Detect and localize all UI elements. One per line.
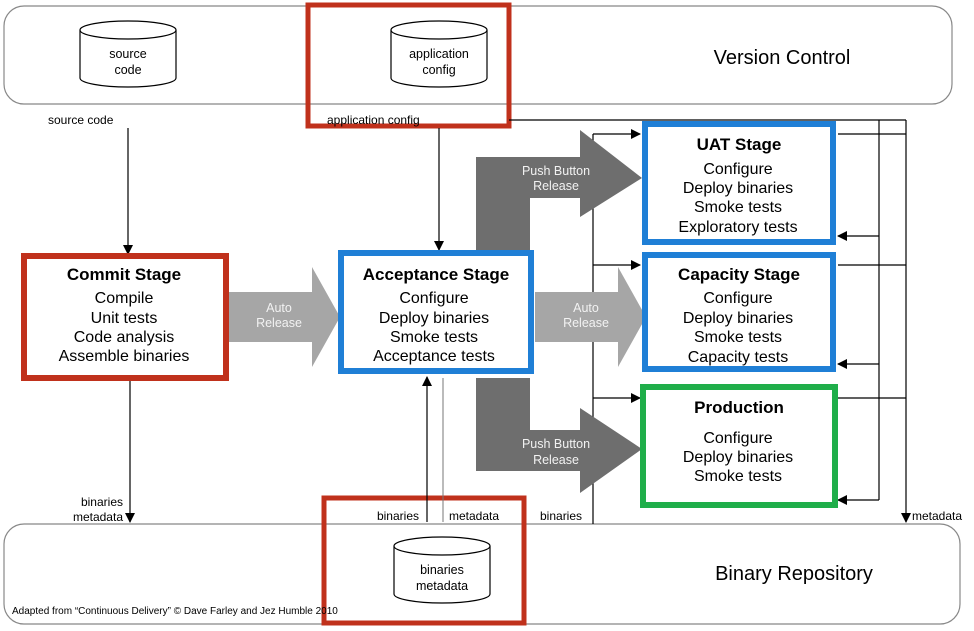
push-button-arrow-top: Push Button Release [476, 130, 642, 253]
capacity-stage: Capacity Stage Configure Deploy binaries… [642, 252, 836, 372]
source-code-cylinder-line-2: code [114, 63, 141, 77]
capacity-stage-line: Capacity tests [688, 349, 788, 366]
acceptance-stage-line: Acceptance tests [373, 348, 495, 365]
binaries-metadata-cylinder-line-2: metadata [416, 579, 468, 593]
auto-release-2-line-1: Auto [573, 301, 599, 315]
application-config-cylinder-line-1: application [409, 47, 469, 61]
push-button-arrow-bottom: Push Button Release [476, 378, 642, 493]
application-config-cylinder: application config [390, 20, 488, 88]
capacity-stage-line: Smoke tests [694, 329, 782, 346]
source-code-cylinder-line-1: source [109, 47, 147, 61]
capacity-stage-line: Deploy binaries [683, 310, 793, 327]
uat-stage-line: Deploy binaries [683, 180, 793, 197]
acceptance-metadata-label: metadata [449, 509, 499, 523]
binaries-metadata-cylinder: binaries metadata [393, 536, 491, 604]
acceptance-stage-line: Smoke tests [390, 329, 478, 346]
uat-stage-line: Smoke tests [694, 199, 782, 216]
source-code-cylinder: source code [79, 20, 177, 88]
binaries-metadata-highlight [321, 495, 527, 626]
application-config-cylinder-line-2: config [422, 63, 455, 77]
uat-stage: UAT Stage Configure Deploy binaries Smok… [642, 121, 836, 245]
acceptance-stage-line: Configure [399, 290, 468, 307]
commit-stage-line: Compile [95, 290, 154, 307]
push-button-top-line-2: Release [533, 179, 579, 193]
commit-stage-line: Code analysis [74, 329, 175, 346]
push-button-top-line-1: Push Button [522, 164, 590, 178]
acceptance-stage: Acceptance Stage Configure Deploy binari… [338, 250, 534, 374]
application-config-flow-label: application config [327, 113, 420, 127]
commit-binaries-label: binaries [81, 495, 123, 509]
source-code-flow-label: source code [48, 113, 114, 127]
right-binaries-label: binaries [540, 509, 582, 523]
production-stage-line: Configure [703, 430, 772, 447]
acceptance-stage-line: Deploy binaries [379, 310, 489, 327]
push-button-bottom-line-2: Release [533, 453, 579, 467]
commit-stage: Commit Stage Compile Unit tests Code ana… [21, 253, 229, 381]
production-stage-line: Smoke tests [694, 468, 782, 485]
commit-metadata-label: metadata [73, 510, 123, 524]
acceptance-stage-title: Acceptance Stage [363, 265, 509, 284]
uat-stage-title: UAT Stage [697, 135, 782, 154]
far-metadata-label: metadata [912, 509, 962, 523]
application-config-highlight [305, 2, 512, 129]
capacity-stage-line: Configure [703, 290, 772, 307]
auto-release-arrow-2: Auto Release [535, 267, 646, 367]
binaries-metadata-cylinder-line-1: binaries [420, 563, 464, 577]
credit-text: Adapted from “Continuous Delivery” © Dav… [12, 606, 338, 617]
push-button-bottom-line-1: Push Button [522, 437, 590, 451]
auto-release-2-line-2: Release [563, 316, 609, 330]
uat-stage-line: Exploratory tests [678, 219, 797, 236]
commit-stage-title: Commit Stage [67, 265, 181, 284]
capacity-stage-title: Capacity Stage [678, 265, 800, 284]
uat-stage-line: Configure [703, 161, 772, 178]
auto-release-arrow-1: Auto Release [228, 267, 340, 367]
binary-repository-title: Binary Repository [715, 563, 873, 585]
version-control-title: Version Control [714, 47, 851, 69]
auto-release-1-line-1: Auto [266, 301, 292, 315]
production-stage-line: Deploy binaries [683, 449, 793, 466]
commit-stage-line: Unit tests [91, 310, 158, 327]
production-stage-title: Production [694, 398, 784, 417]
production-stage: Production Configure Deploy binaries Smo… [640, 384, 838, 508]
commit-stage-line: Assemble binaries [59, 348, 190, 365]
acceptance-binaries-label: binaries [377, 509, 419, 523]
auto-release-1-line-2: Release [256, 316, 302, 330]
